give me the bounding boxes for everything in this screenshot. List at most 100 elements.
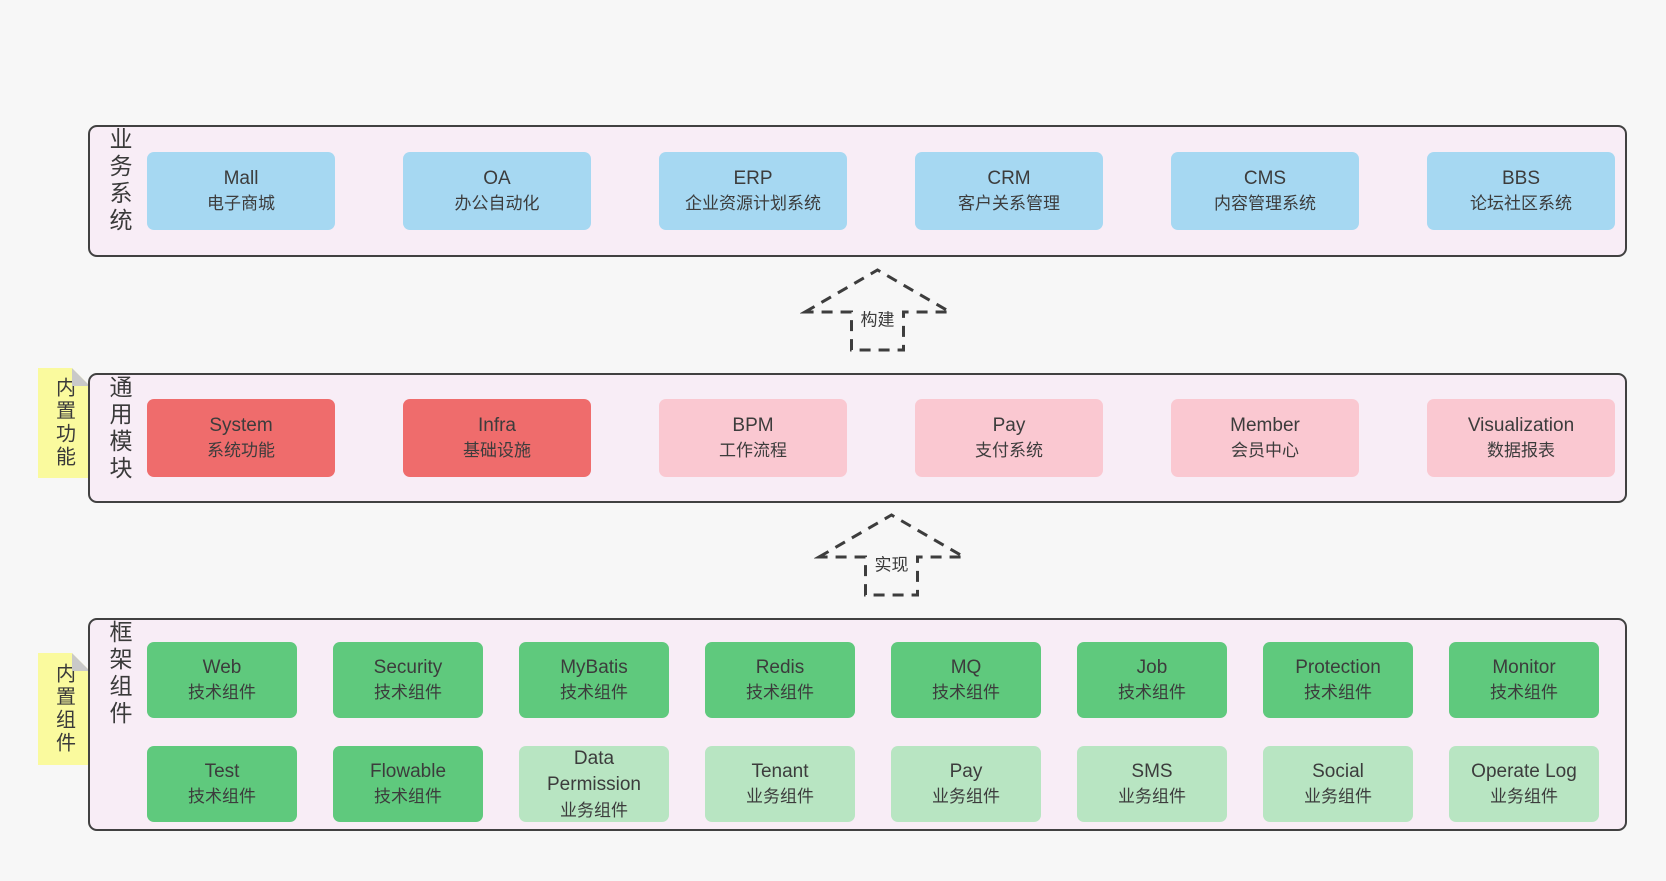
components-row-2: Test 技术组件 Flowable 技术组件 Data Permission … — [147, 746, 1599, 822]
dashed-up-arrow-icon — [814, 513, 969, 597]
box-subtitle: 技术组件 — [1304, 683, 1372, 703]
box-title: CMS — [1243, 168, 1287, 190]
box-pay-component: Pay 业务组件 — [891, 746, 1041, 822]
box-redis: Redis 技术组件 — [705, 642, 855, 718]
box-title: BPM — [732, 415, 774, 437]
box-subtitle: 基础设施 — [463, 441, 531, 461]
box-title: Infra — [477, 415, 517, 437]
box-title: Test — [204, 761, 240, 783]
box-title: MyBatis — [560, 657, 628, 679]
modules-box-row: System 系统功能 Infra 基础设施 BPM 工作流程 Pay 支付系统… — [147, 375, 1615, 501]
box-tenant: Tenant 业务组件 — [705, 746, 855, 822]
box-subtitle: 业务组件 — [932, 787, 1000, 807]
band-business-systems: 业务系统 Mall 电子商城 OA 办公自动化 ERP 企业资源计划系统 CRM… — [88, 125, 1627, 257]
box-title: Protection — [1295, 657, 1381, 679]
box-flowable: Flowable 技术组件 — [333, 746, 483, 822]
box-member: Member 会员中心 — [1171, 399, 1359, 477]
box-subtitle: 技术组件 — [188, 787, 256, 807]
box-bbs: BBS 论坛社区系统 — [1427, 152, 1615, 230]
box-subtitle: 客户关系管理 — [958, 194, 1060, 214]
box-job: Job 技术组件 — [1077, 642, 1227, 718]
box-title: Security — [373, 657, 443, 679]
box-subtitle: 电子商城 — [207, 194, 275, 214]
box-subtitle: 论坛社区系统 — [1470, 194, 1572, 214]
note-text: 内置功能 — [52, 377, 75, 469]
box-oa: OA 办公自动化 — [403, 152, 591, 230]
box-operate-log: Operate Log 业务组件 — [1449, 746, 1599, 822]
band-modules-label: 通用模块 — [106, 375, 132, 483]
box-subtitle: 数据报表 — [1487, 441, 1555, 461]
box-subtitle: 内容管理系统 — [1214, 194, 1316, 214]
box-title: Member — [1230, 415, 1300, 437]
box-title: Mall — [223, 168, 259, 190]
box-erp: ERP 企业资源计划系统 — [659, 152, 847, 230]
band-framework-components: 框架组件 Web 技术组件 Security 技术组件 MyBatis 技术组件… — [88, 618, 1627, 831]
builtin-components-note: 内置组件 — [38, 653, 90, 765]
components-rows: Web 技术组件 Security 技术组件 MyBatis 技术组件 Redi… — [147, 642, 1599, 822]
box-monitor: Monitor 技术组件 — [1449, 642, 1599, 718]
box-system: System 系统功能 — [147, 399, 335, 477]
box-mq: MQ 技术组件 — [891, 642, 1041, 718]
box-title: Visualization — [1467, 415, 1575, 437]
box-web: Web 技术组件 — [147, 642, 297, 718]
build-arrow: 构建 — [800, 266, 955, 354]
box-title: Pay — [992, 415, 1026, 437]
box-visualization: Visualization 数据报表 — [1427, 399, 1615, 477]
box-title: ERP — [733, 168, 773, 190]
box-title: Data Permission — [547, 748, 641, 796]
box-subtitle: 业务组件 — [560, 800, 628, 820]
box-subtitle: 技术组件 — [560, 683, 628, 703]
box-subtitle: 技术组件 — [1490, 683, 1558, 703]
box-data-permission: Data Permission 业务组件 — [519, 746, 669, 822]
box-title: Redis — [755, 657, 805, 679]
box-subtitle: 技术组件 — [188, 683, 256, 703]
components-row-1: Web 技术组件 Security 技术组件 MyBatis 技术组件 Redi… — [147, 642, 1599, 718]
band-common-modules: 通用模块 System 系统功能 Infra 基础设施 BPM 工作流程 Pay… — [88, 373, 1627, 503]
implement-arrow-label: 实现 — [870, 549, 913, 577]
box-title: Flowable — [369, 761, 447, 783]
band-components-label: 框架组件 — [106, 620, 132, 728]
box-protection: Protection 技术组件 — [1263, 642, 1413, 718]
box-title: Social — [1312, 761, 1364, 783]
box-subtitle: 支付系统 — [975, 441, 1043, 461]
box-title: MQ — [950, 657, 982, 679]
box-title: System — [209, 415, 273, 437]
business-box-row: Mall 电子商城 OA 办公自动化 ERP 企业资源计划系统 CRM 客户关系… — [147, 127, 1615, 255]
box-title: Monitor — [1492, 657, 1556, 679]
box-title: Job — [1136, 657, 1168, 679]
box-title: Tenant — [751, 761, 809, 783]
box-subtitle: 技术组件 — [1118, 683, 1186, 703]
box-social: Social 业务组件 — [1263, 746, 1413, 822]
box-subtitle: 业务组件 — [1490, 787, 1558, 807]
box-title: Operate Log — [1471, 761, 1577, 783]
box-subtitle: 技术组件 — [746, 683, 814, 703]
box-title: SMS — [1131, 761, 1173, 783]
box-mybatis: MyBatis 技术组件 — [519, 642, 669, 718]
box-security: Security 技术组件 — [333, 642, 483, 718]
box-infra: Infra 基础设施 — [403, 399, 591, 477]
box-title: BBS — [1501, 168, 1541, 190]
box-subtitle: 工作流程 — [719, 441, 787, 461]
box-bpm: BPM 工作流程 — [659, 399, 847, 477]
box-title: Web — [202, 657, 242, 679]
box-subtitle: 业务组件 — [746, 787, 814, 807]
box-subtitle: 系统功能 — [207, 441, 275, 461]
implement-arrow: 实现 — [814, 511, 969, 599]
box-cms: CMS 内容管理系统 — [1171, 152, 1359, 230]
builtin-functions-note: 内置功能 — [38, 368, 90, 478]
box-crm: CRM 客户关系管理 — [915, 152, 1103, 230]
box-subtitle: 技术组件 — [374, 787, 442, 807]
box-title: OA — [483, 168, 511, 190]
build-arrow-label: 构建 — [856, 304, 899, 332]
note-text: 内置组件 — [52, 663, 75, 755]
box-test: Test 技术组件 — [147, 746, 297, 822]
box-subtitle: 技术组件 — [374, 683, 442, 703]
band-business-label: 业务系统 — [106, 127, 132, 235]
box-mall: Mall 电子商城 — [147, 152, 335, 230]
dashed-up-arrow-icon — [800, 268, 955, 352]
box-subtitle: 企业资源计划系统 — [685, 194, 821, 214]
box-title: CRM — [987, 168, 1031, 190]
box-subtitle: 办公自动化 — [454, 194, 540, 214]
box-subtitle: 会员中心 — [1231, 441, 1299, 461]
